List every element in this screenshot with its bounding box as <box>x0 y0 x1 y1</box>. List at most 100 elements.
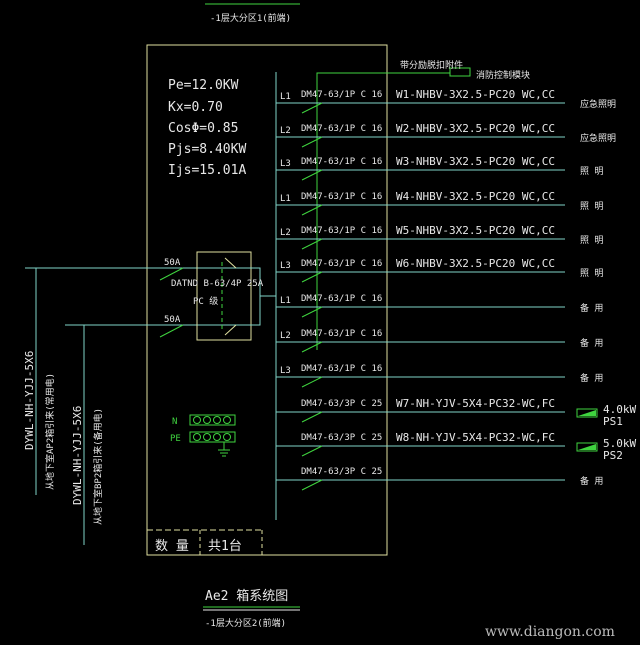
breaker-label: DM47-63/3P C 25 <box>301 399 382 409</box>
breaker-label: DM47-63/1P C 16 <box>301 364 382 374</box>
cable-label: W2-NHBV-3X2.5-PC20 WC,CC <box>396 122 555 135</box>
power-label: 5.0kW <box>603 437 636 450</box>
cable-label: W8-NH-YJV-5X4-PC32-WC,FC <box>396 431 555 444</box>
load-label: 备 用 <box>580 475 603 487</box>
circuit-row: DM47-63/3P C 25备 用 <box>276 467 603 491</box>
n-terminal-icon <box>189 414 236 426</box>
device-label: PS2 <box>603 449 623 462</box>
ats-contact-2-icon <box>224 324 237 336</box>
breaker-icon <box>301 238 323 250</box>
cable1-label: DYWL-NH-YJJ-5X6 <box>23 351 36 450</box>
phase-label: L2 <box>280 331 291 341</box>
param-cos: CosΦ=0.85 <box>168 121 238 136</box>
diagram-subtitle: -1层大分区2(前端) <box>205 617 286 629</box>
terminal-screw-icon <box>213 433 221 441</box>
ats-contact-1-icon <box>224 257 237 269</box>
diagram-title: Ae2 箱系统图 <box>205 588 288 604</box>
circuit-row: L1 DM47-63/1P C 16 W1-NHBV-3X2.5-PC20 WC,C… <box>276 88 616 114</box>
cable-label: W1-NHBV-3X2.5-PC20 WC,CC <box>396 88 555 101</box>
breaker-icon <box>301 271 323 283</box>
terminal-screw-icon <box>223 416 231 424</box>
breaker-label: DM47-63/1P C 16 <box>301 192 382 202</box>
cable2-note: 从地下室BP2箱引来(备用电) <box>92 408 104 525</box>
terminal-blocks: N PE <box>170 414 236 457</box>
phase-label: L3 <box>280 366 291 376</box>
load-parameters: Pe=12.0KW Kx=0.70 CosΦ=0.85 Pjs=8.40KW I… <box>168 78 246 178</box>
breaker-label: DM47-63/3P C 25 <box>301 433 382 443</box>
breaker-icon <box>301 479 323 491</box>
phase-label: L1 <box>280 194 291 204</box>
circuit-row: L1 DM47-63/1P C 16 W4-NHBV-3X2.5-PC20 WC,C… <box>276 190 603 216</box>
breaker-label: DM47-63/1P C 16 <box>301 90 382 100</box>
phase-label: L1 <box>280 296 291 306</box>
phase-label: L2 <box>280 126 291 136</box>
breaker-label: DM47-63/1P C 16 <box>301 226 382 236</box>
breaker-label: DM47-63/1P C 16 <box>301 259 382 269</box>
param-pjs: Pjs=8.40KW <box>168 142 246 157</box>
phase-label: L3 <box>280 159 291 169</box>
cable-label: W5-NHBV-3X2.5-PC20 WC,CC <box>396 224 555 237</box>
load-label: 照 明 <box>580 268 603 279</box>
breaker-icon <box>301 411 323 423</box>
breaker-icon <box>301 204 323 216</box>
circuit-row: L2 DM47-63/1P C 16 W2-NHBV-3X2.5-PC20 WC,C… <box>276 122 616 148</box>
terminal-screw-icon <box>203 416 211 424</box>
ats-sub-label: PC 级 <box>193 295 218 307</box>
device-label: PS1 <box>603 415 623 428</box>
breaker-icon <box>301 136 323 148</box>
ats-switch-box <box>196 251 252 341</box>
breaker-label: DM47-63/1P C 16 <box>301 157 382 167</box>
panel-frame <box>146 44 388 556</box>
phase-label: L1 <box>280 92 291 102</box>
phase-label: L3 <box>280 261 291 271</box>
watermark: www.diangon.com <box>485 624 615 640</box>
circuit-row: L3 DM47-63/1P C 16 W3-NHBV-3X2.5-PC20 WC,C… <box>276 155 603 181</box>
cable1-note: 从地下室AP2箱引来(常用电) <box>44 373 56 490</box>
load-label: 照 明 <box>580 166 603 177</box>
breaker-label: DM47-63/1P C 16 <box>301 124 382 134</box>
load-label: 备 用 <box>580 302 603 314</box>
breaker-icon <box>301 376 323 388</box>
power-label: 4.0kW <box>603 403 636 416</box>
fire-module-label: 消防控制模块 <box>476 69 530 81</box>
n-label: N <box>172 417 177 427</box>
pump-device-fill <box>578 444 596 450</box>
load-label: 应急照明 <box>580 98 616 110</box>
load-label: 照 明 <box>580 235 603 246</box>
cable-label: W4-NHBV-3X2.5-PC20 WC,CC <box>396 190 555 203</box>
load-label: 备 用 <box>580 372 603 384</box>
breaker-icon <box>301 341 323 353</box>
load-label: 照 明 <box>580 201 603 212</box>
param-ijs: Ijs=15.01A <box>168 163 246 178</box>
load-label: 备 用 <box>580 337 603 349</box>
terminal-screw-icon <box>223 433 231 441</box>
cable-label: W6-NHBV-3X2.5-PC20 WC,CC <box>396 257 555 270</box>
circuit-row: L3 DM47-63/1P C 16 W6-NHBV-3X2.5-PC20 WC,C… <box>276 257 603 283</box>
pe-label: PE <box>170 434 181 444</box>
terminal-screw-icon <box>203 433 211 441</box>
fire-control-link-line <box>316 72 450 350</box>
breaker-icon <box>301 102 323 114</box>
terminal-screw-icon <box>193 416 201 424</box>
breaker-50a-2-icon <box>159 324 184 338</box>
param-pe: Pe=12.0KW <box>168 78 239 93</box>
breaker-50a-2-label: 50A <box>164 315 181 325</box>
breaker-label: DM47-63/1P C 16 <box>301 329 382 339</box>
header-label: -1层大分区1(前端) <box>210 12 291 24</box>
breaker-50a-1-label: 50A <box>164 258 181 268</box>
cable2-label: DYWL-NH-YJJ-5X6 <box>71 406 84 505</box>
terminal-screw-icon <box>213 416 221 424</box>
circuit-row: DM47-63/3P C 25 W8-NH-YJV-5X4-PC32-WC,FC 5… <box>276 431 636 462</box>
circuit-row: L2 DM47-63/1P C 16 备 用 <box>276 329 603 353</box>
fire-link-label: 带分励脱扣附件 <box>400 59 463 71</box>
breaker-50a-1-icon <box>159 267 184 281</box>
cable-label: W3-NHBV-3X2.5-PC20 WC,CC <box>396 155 555 168</box>
quantity-label: 数 量 <box>155 539 189 554</box>
breaker-icon <box>301 169 323 181</box>
ground-icon <box>218 442 230 457</box>
